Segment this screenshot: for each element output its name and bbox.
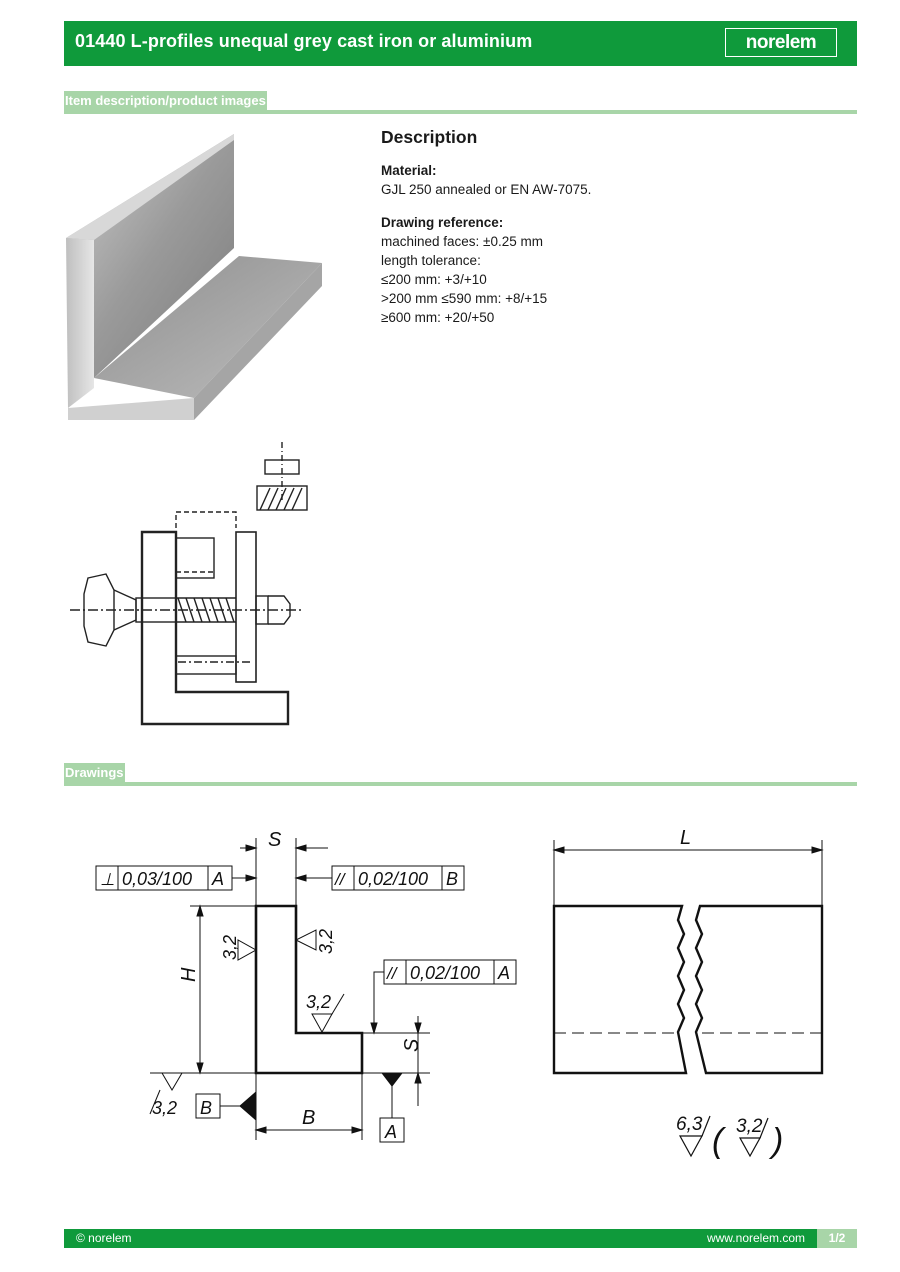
side-view-drawing: L	[552, 827, 824, 1075]
drawing-reference-line: >200 mm ≤590 mm: +8/+15	[381, 291, 548, 306]
tol-parallel-mid: 0,02/100	[410, 963, 480, 983]
drawing-reference-line: ≥600 mm: +20/+50	[381, 310, 495, 325]
drawing-reference-line: length tolerance:	[381, 253, 481, 268]
ref-a-perpendicular: A	[211, 869, 224, 889]
page-number: 1/2	[817, 1229, 857, 1248]
cross-section-drawing: S ⊥ 0,03/100 A // 0,02/100 B H 3,2 3,2 3…	[95, 829, 517, 1143]
dim-b: B	[302, 1107, 315, 1129]
tol-perpendicular: 0,03/100	[122, 869, 192, 889]
tol-parallel-top: 0,02/100	[358, 869, 428, 889]
dim-s-right: S	[401, 1038, 423, 1052]
parallel-symbol-top: //	[334, 870, 347, 889]
drawing-reference-line: ≤200 mm: +3/+10	[381, 272, 487, 287]
norelem-logo: norelem	[725, 28, 837, 57]
roughness-inner-right: 3,2	[316, 929, 336, 954]
section-divider-drawings	[64, 782, 857, 786]
section-divider-images	[64, 110, 857, 114]
ref-b-parallel: B	[446, 869, 458, 889]
roughness-base-top: 3,2	[306, 992, 331, 1012]
section-label-drawings: Drawings	[64, 763, 125, 783]
description-block: Description Material: GJL 250 annealed o…	[381, 128, 851, 327]
svg-text:(: (	[712, 1122, 727, 1160]
material-value: GJL 250 annealed or EN AW-7075.	[381, 182, 592, 197]
footer-bar: © norelem www.norelem.com 1/2	[64, 1229, 857, 1248]
footer-url[interactable]: www.norelem.com	[706, 1231, 805, 1245]
drawing-reference-line: machined faces: ±0.25 mm	[381, 234, 543, 249]
description-heading: Description	[381, 127, 478, 147]
dim-s-top: S	[268, 829, 282, 851]
material-label: Material:	[381, 163, 437, 178]
roughness-general: 6,3	[676, 1114, 703, 1135]
product-photo	[66, 134, 322, 420]
parallel-symbol-mid: //	[386, 964, 399, 983]
dim-h: H	[178, 967, 200, 982]
section-label-images: Item description/product images	[64, 91, 267, 111]
datum-a: A	[384, 1122, 397, 1142]
footer-copyright: © norelem	[76, 1231, 132, 1245]
roughness-general-bracket: 3,2	[736, 1116, 763, 1137]
svg-text:): )	[768, 1122, 783, 1160]
dim-l: L	[680, 827, 691, 849]
ref-a-parallel: A	[497, 963, 510, 983]
page-title: 01440 L-profiles unequal grey cast iron …	[75, 31, 533, 51]
drawing-reference-label: Drawing reference:	[381, 215, 504, 230]
roughness-inner-left: 3,2	[220, 935, 240, 960]
roughness-bottom: 3,2	[152, 1098, 177, 1118]
surface-finish-symbol: 6,3 ( 3,2 )	[676, 1114, 783, 1160]
header-bar: 01440 L-profiles unequal grey cast iron …	[64, 21, 857, 66]
datum-b: B	[200, 1098, 212, 1118]
assembly-drawing	[70, 442, 308, 726]
perpendicular-symbol: ⊥	[100, 870, 115, 889]
logo-text: norelem	[745, 31, 817, 53]
